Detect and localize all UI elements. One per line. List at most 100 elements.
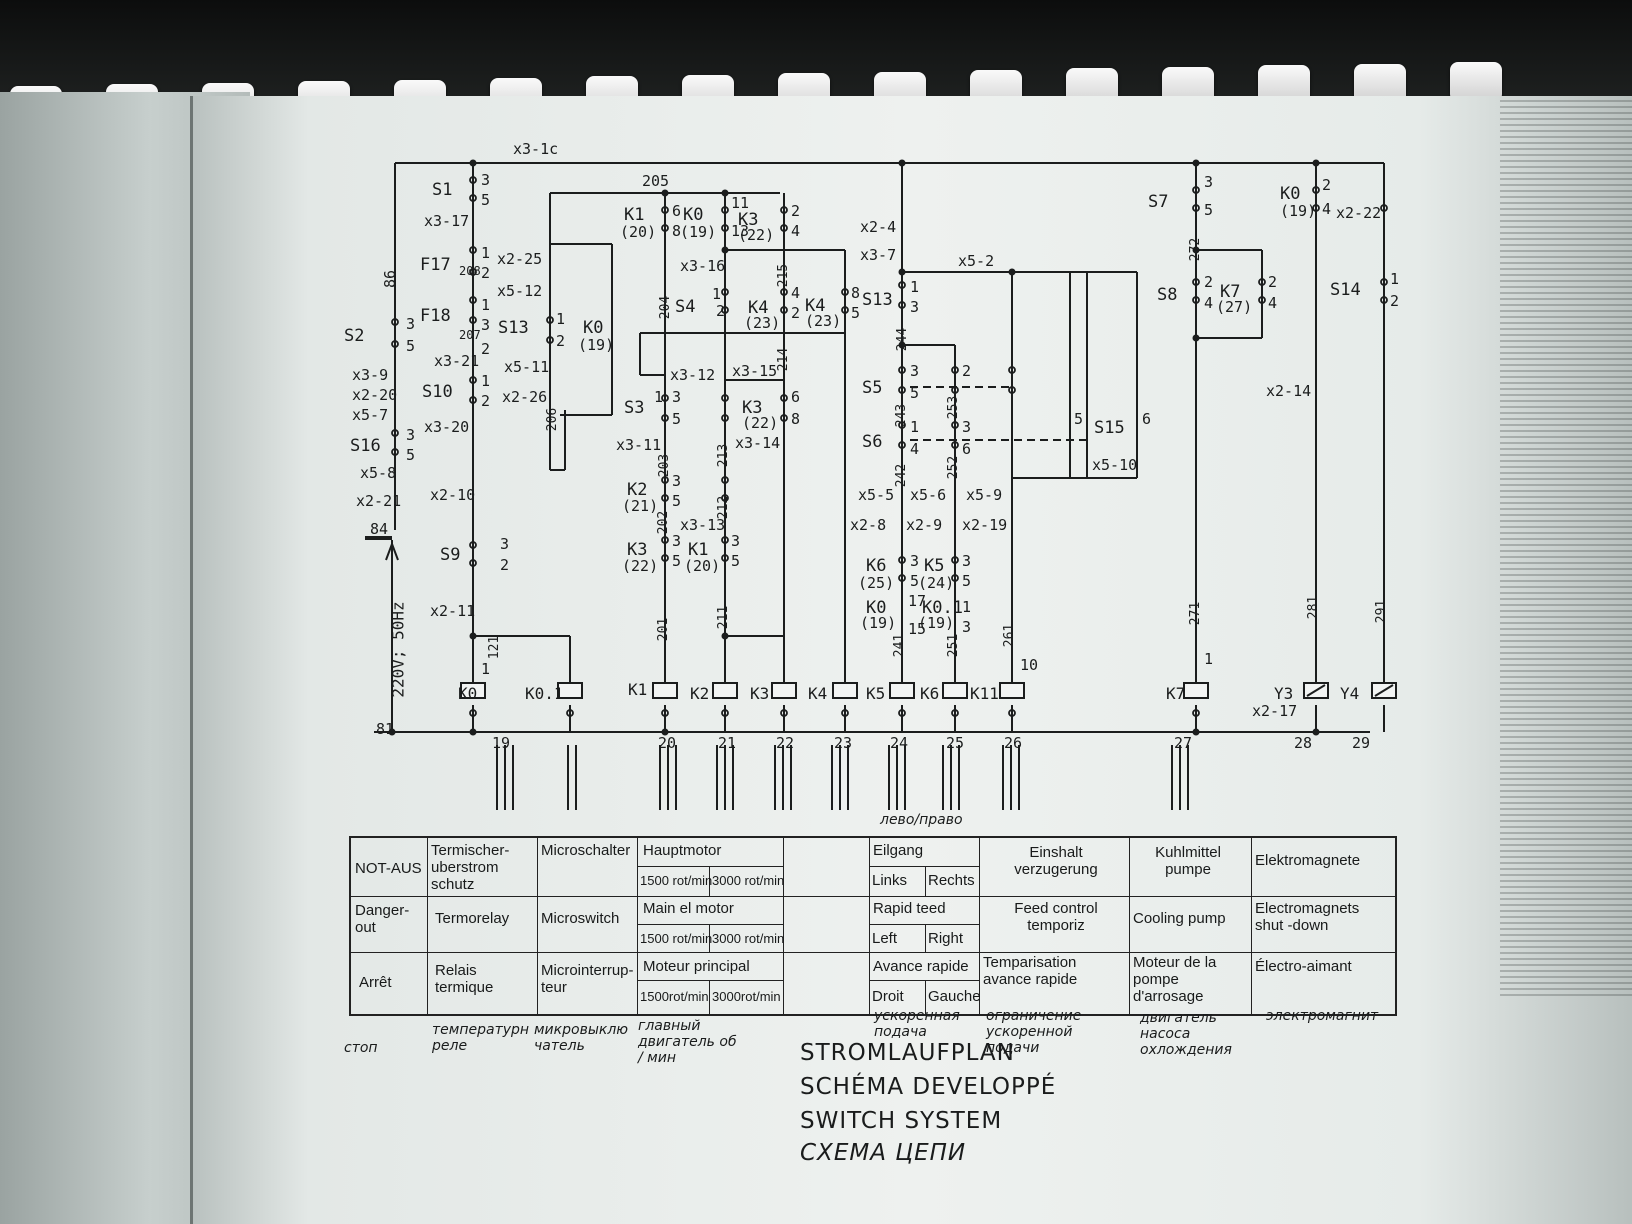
term: 1 — [712, 285, 722, 303]
conn: x5-7 — [352, 406, 389, 424]
contact-k0-1: K0.1 — [922, 598, 963, 618]
coil-label-y3: Y3 — [1274, 684, 1294, 703]
wire: 242 — [894, 463, 910, 488]
term: 1 — [481, 296, 491, 314]
conn: x3-9 — [352, 366, 389, 384]
ref: (24) — [918, 574, 955, 592]
term: 6 — [672, 202, 682, 220]
term: 2 — [962, 362, 972, 380]
legend-1500-de: 1500 rot/min — [640, 873, 713, 888]
term: 2 — [481, 340, 491, 358]
term: 8 — [851, 284, 861, 302]
junction-dots — [388, 159, 1320, 736]
ref: (27) — [1216, 298, 1253, 316]
contact-k3: K3 — [742, 398, 763, 418]
conn: x2-22 — [1336, 204, 1382, 222]
node-86: 86 — [381, 269, 400, 289]
wire: 212 — [716, 495, 732, 520]
node-21: 21 — [718, 734, 737, 752]
legend-pump-fr: Moteur de la pompe d'arrosage — [1133, 954, 1217, 1005]
term: 1 — [1204, 650, 1214, 668]
title-de: STROMLAUFPLAN — [800, 1040, 1015, 1066]
switch-s6: S6 — [862, 432, 883, 452]
term: 3 — [910, 362, 920, 380]
coil-k3 — [771, 682, 797, 699]
coil-k1 — [652, 682, 678, 699]
legend-main-motor-fr: Moteur principal — [643, 958, 750, 975]
term: 2 — [1322, 176, 1332, 194]
legend-microswitch-en: Microswitch — [541, 910, 620, 927]
wire: 272 — [1188, 237, 1204, 262]
coil-k0-1 — [557, 682, 583, 699]
legend-delay-de: Einshalt verzugerung — [1014, 844, 1098, 878]
coil-label-k6: K6 — [920, 684, 940, 703]
term: 1 — [481, 244, 491, 262]
switch-s10: S10 — [422, 382, 453, 402]
wire: 121 — [487, 635, 503, 660]
contact-k0: K0 — [866, 598, 887, 618]
term: 10 — [1020, 656, 1039, 674]
conn: x2-20 — [352, 386, 398, 404]
switch-s13: S13 — [862, 290, 893, 310]
switch-s4: S4 — [675, 297, 696, 317]
legend-table: NOT-AUS Termischer-uberstrom schutz Micr… — [349, 836, 1397, 1016]
legend-left-en: Left — [872, 930, 898, 947]
wire: 291 — [1374, 599, 1390, 624]
conn: x2-21 — [356, 492, 402, 510]
term: 1 — [556, 310, 566, 328]
coil-label-k4: K4 — [808, 684, 828, 703]
conn: x5-11 — [504, 358, 550, 376]
node-25: 25 — [946, 734, 965, 752]
contact-k0: K0 — [683, 205, 704, 225]
term: 4 — [1268, 294, 1278, 312]
term: 6 — [962, 440, 972, 458]
top-label: x3-1c — [513, 140, 559, 158]
term: 1 — [910, 278, 920, 296]
term: 2 — [556, 332, 566, 350]
term: 5 — [406, 337, 416, 355]
ref: (22) — [742, 414, 779, 432]
coil-label-k3: K3 — [750, 684, 770, 703]
switch-s8: S8 — [1157, 285, 1178, 305]
conn: x2-17 — [1252, 702, 1298, 720]
term: 2 — [791, 202, 801, 220]
conn: x3-11 — [616, 436, 662, 454]
wire: 271 — [1188, 601, 1204, 626]
switch-s5: S5 — [862, 378, 883, 398]
ru-note-feed-limit: ограничение ускоренной подачи — [986, 1008, 1082, 1056]
wire: 214 — [776, 347, 792, 372]
ref: (19) — [918, 614, 955, 632]
coil-label-k5: K5 — [866, 684, 886, 703]
conn: x2-19 — [962, 516, 1008, 534]
wire: 206 — [545, 407, 561, 432]
legend-left-fr: Droit — [872, 988, 904, 1005]
coil-k11 — [999, 682, 1025, 699]
coil-k0 — [460, 682, 486, 699]
title-fr: SCHÉMA DEVELOPPÉ — [800, 1074, 1057, 1100]
wire: 203 — [657, 453, 673, 478]
term: 17 — [908, 592, 927, 610]
wire: 215 — [776, 263, 792, 288]
fuse-f18: F18 — [420, 306, 451, 326]
legend-microswitch-de: Microschalter — [541, 842, 631, 859]
term: 3 — [672, 472, 682, 490]
ru-note-stop: стоп — [344, 1040, 378, 1056]
conn: x3-16 — [680, 257, 726, 275]
conn: x3-15 — [732, 362, 778, 380]
term: 3 — [672, 388, 682, 406]
conn: x2-8 — [850, 516, 887, 534]
contact-k7: K7 — [1220, 282, 1241, 302]
contact-k6: K6 — [866, 556, 887, 576]
term: 5 — [962, 572, 972, 590]
legend-rapid-fr: Avance rapide — [873, 958, 969, 975]
contact-k4: K4 — [748, 298, 769, 318]
legend-right-en: Right — [928, 930, 964, 947]
term: 4 — [1204, 294, 1214, 312]
conn: x3-20 — [424, 418, 470, 436]
term: 3 — [481, 171, 491, 189]
coil-label-k1: K1 — [628, 680, 648, 699]
switch-s14: S14 — [1330, 280, 1361, 300]
switch-s7: S7 — [1148, 192, 1169, 212]
wire: 208 — [459, 264, 481, 278]
term: 2 — [1390, 292, 1400, 310]
